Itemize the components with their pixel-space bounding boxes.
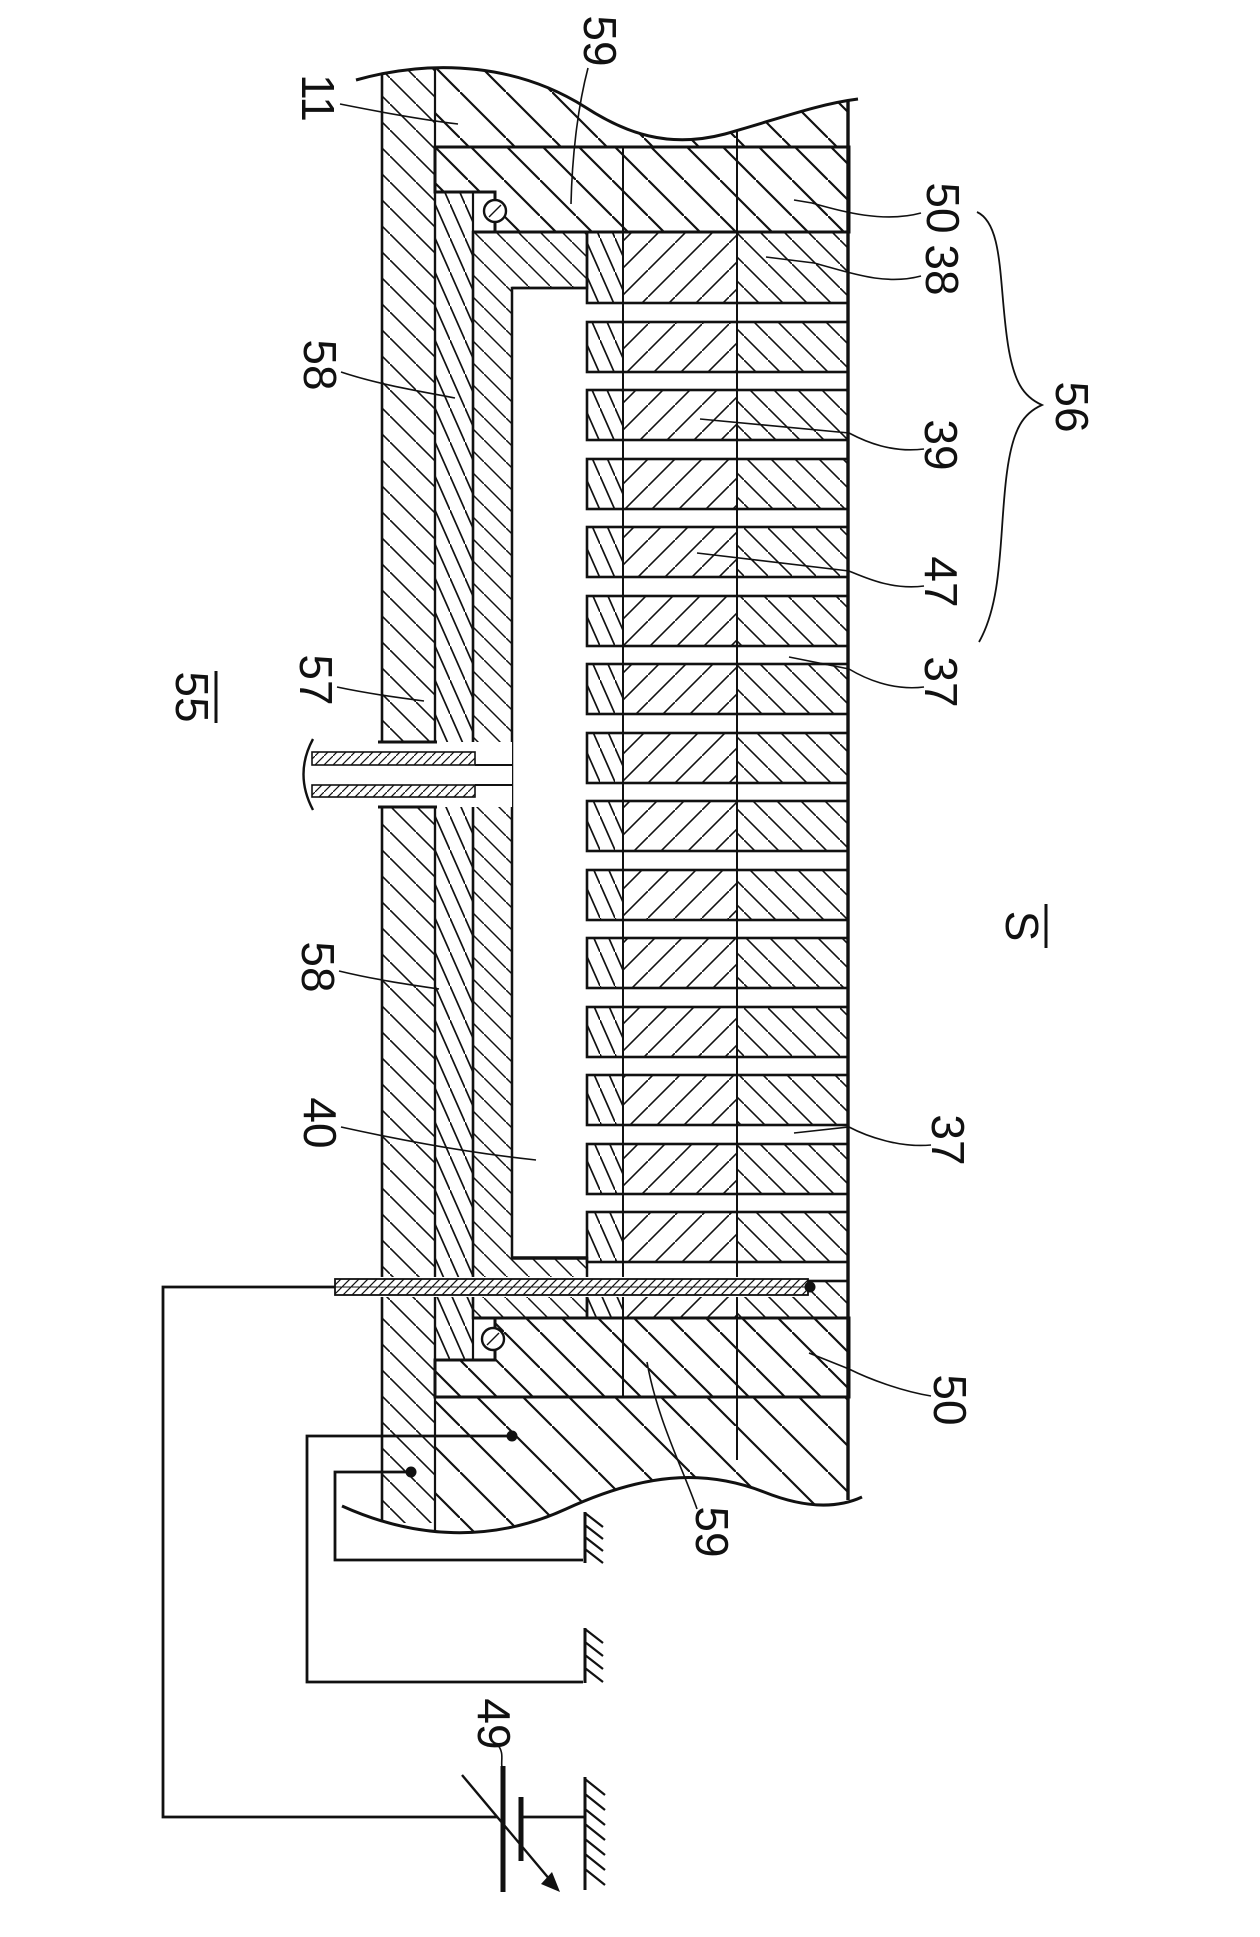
label-11: 11 (292, 74, 344, 122)
leader-lines (336, 67, 1045, 1772)
stack-block (585, 320, 850, 374)
leader-58-a (340, 371, 456, 399)
stack-block (585, 731, 850, 785)
stack-block (585, 594, 850, 648)
stack-block (585, 799, 850, 853)
stack-block (585, 662, 850, 716)
bottom-break-line (341, 1476, 863, 1535)
stack-block (585, 457, 850, 511)
stack-block-39 (585, 388, 850, 442)
label-58-b: 58 (292, 941, 344, 992)
label-38: 38 (916, 244, 968, 295)
wire-upper-ground (333, 1470, 583, 1562)
ground-symbol-2 (583, 1628, 604, 1683)
stack-block (585, 868, 850, 922)
label-37-a: 37 (915, 656, 967, 707)
label-50-bottom: 50 (924, 1374, 976, 1425)
tap-dot-lower (506, 1430, 518, 1442)
label-37-b: 37 (922, 1114, 974, 1165)
leader-50-top (793, 199, 922, 218)
leader-59-bottom (646, 1361, 698, 1510)
leader-59-top (570, 67, 589, 205)
leader-58-b (338, 970, 440, 990)
stack-block (585, 1005, 850, 1059)
rod-wire (161, 1285, 497, 1819)
leader-38 (765, 256, 922, 281)
rod-contact-dot (804, 1281, 816, 1293)
leader-50-bottom (808, 1352, 932, 1397)
o-ring-bottom (480, 1326, 506, 1352)
leader-40 (340, 1126, 537, 1161)
top-break-line (355, 66, 859, 142)
label-49: 49 (468, 1698, 520, 1749)
stack-block (585, 1073, 850, 1127)
label-57: 57 (290, 654, 342, 705)
stack-56 (585, 230, 850, 1320)
label-47: 47 (915, 556, 967, 607)
bottom-break-mask (342, 1477, 862, 1937)
pipe-break-line (302, 738, 315, 811)
label-39: 39 (915, 419, 967, 470)
stack-block (585, 1210, 850, 1264)
pipe-wall-lower (311, 784, 476, 798)
leader-39 (699, 418, 925, 451)
ground-symbol-1 (583, 1512, 604, 1564)
feed-pipe (302, 738, 512, 811)
top-break-mask (356, 0, 858, 140)
label-56: 56 (1046, 381, 1098, 432)
leader-57 (336, 686, 425, 702)
label-55: 55 (166, 671, 218, 722)
label-58-a: 58 (294, 339, 346, 390)
circuit (161, 1285, 585, 1819)
leader-47 (696, 552, 925, 588)
leader-11 (339, 103, 459, 125)
reference-labels: 11 59 50 38 56 39 47 37 57 55 58 58 40 S… (166, 15, 1098, 1749)
electrode-rod (334, 1277, 816, 1297)
label-S: S (996, 911, 1048, 942)
leader-37-a (788, 656, 925, 689)
stack-block (585, 1142, 850, 1196)
wire-lower-ground (305, 1434, 583, 1684)
pipe-wall-upper (311, 751, 476, 766)
variable-arrow (461, 1774, 557, 1888)
variable-arrow-head (541, 1872, 560, 1892)
label-59-bottom: 59 (686, 1506, 738, 1557)
variable-capacitor (461, 1766, 560, 1892)
leader-37-b (793, 1126, 932, 1147)
stack-block-47 (585, 525, 850, 579)
label-40: 40 (294, 1097, 346, 1148)
brace-56 (976, 211, 1045, 643)
label-50-top: 50 (917, 182, 969, 233)
stack-block (585, 936, 850, 990)
label-59-top: 59 (574, 15, 626, 66)
tap-dot-upper (405, 1466, 417, 1478)
stack-block-38 (585, 230, 850, 305)
ground-symbol-3 (583, 1777, 606, 1890)
o-ring-top (482, 198, 508, 224)
leader-49 (496, 1743, 504, 1772)
